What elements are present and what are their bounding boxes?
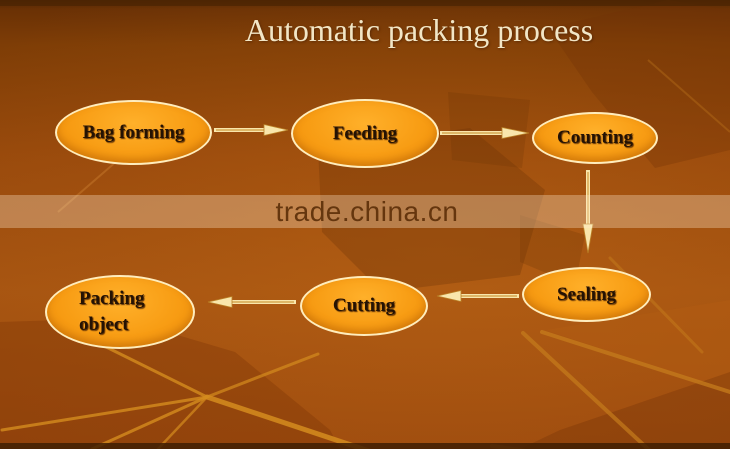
maple-leaf-top-right — [548, 0, 730, 168]
maple-leaf-bottom-right — [490, 256, 730, 449]
node-label-counting: Counting — [556, 127, 634, 148]
flow-node-counting: Counting — [532, 112, 658, 164]
flow-node-feeding: Feeding — [291, 99, 439, 168]
arrow-feeding-to-counting — [440, 127, 530, 139]
page-title: Automatic packing process — [244, 12, 594, 48]
node-label-bag-forming: Bag forming — [82, 121, 185, 143]
node-label-cutting: Cutting — [332, 295, 396, 316]
arrow-sealing-to-cutting — [436, 289, 519, 303]
flow-node-packing-object: Packing object — [45, 275, 195, 349]
arrow-bag-forming-to-feeding — [214, 123, 289, 137]
watermark-text: trade.china.cn — [275, 195, 459, 227]
watermark-band: trade.china.cn — [0, 195, 730, 228]
flow-node-bag-forming: Bag forming — [55, 100, 212, 165]
arrow-counting-to-sealing — [582, 170, 594, 254]
node-label-sealing: Sealing — [556, 283, 617, 305]
top-edge-strip — [0, 0, 730, 6]
arrow-cutting-to-packing-object — [207, 295, 296, 309]
node-label-feeding: Feeding — [332, 122, 398, 144]
bottom-edge-strip — [0, 443, 730, 449]
node-label-packing-object: Packing object — [79, 288, 145, 335]
flow-node-sealing: Sealing — [522, 267, 651, 322]
flow-node-cutting: Cutting — [300, 276, 428, 336]
maple-leaf-center — [318, 92, 585, 292]
